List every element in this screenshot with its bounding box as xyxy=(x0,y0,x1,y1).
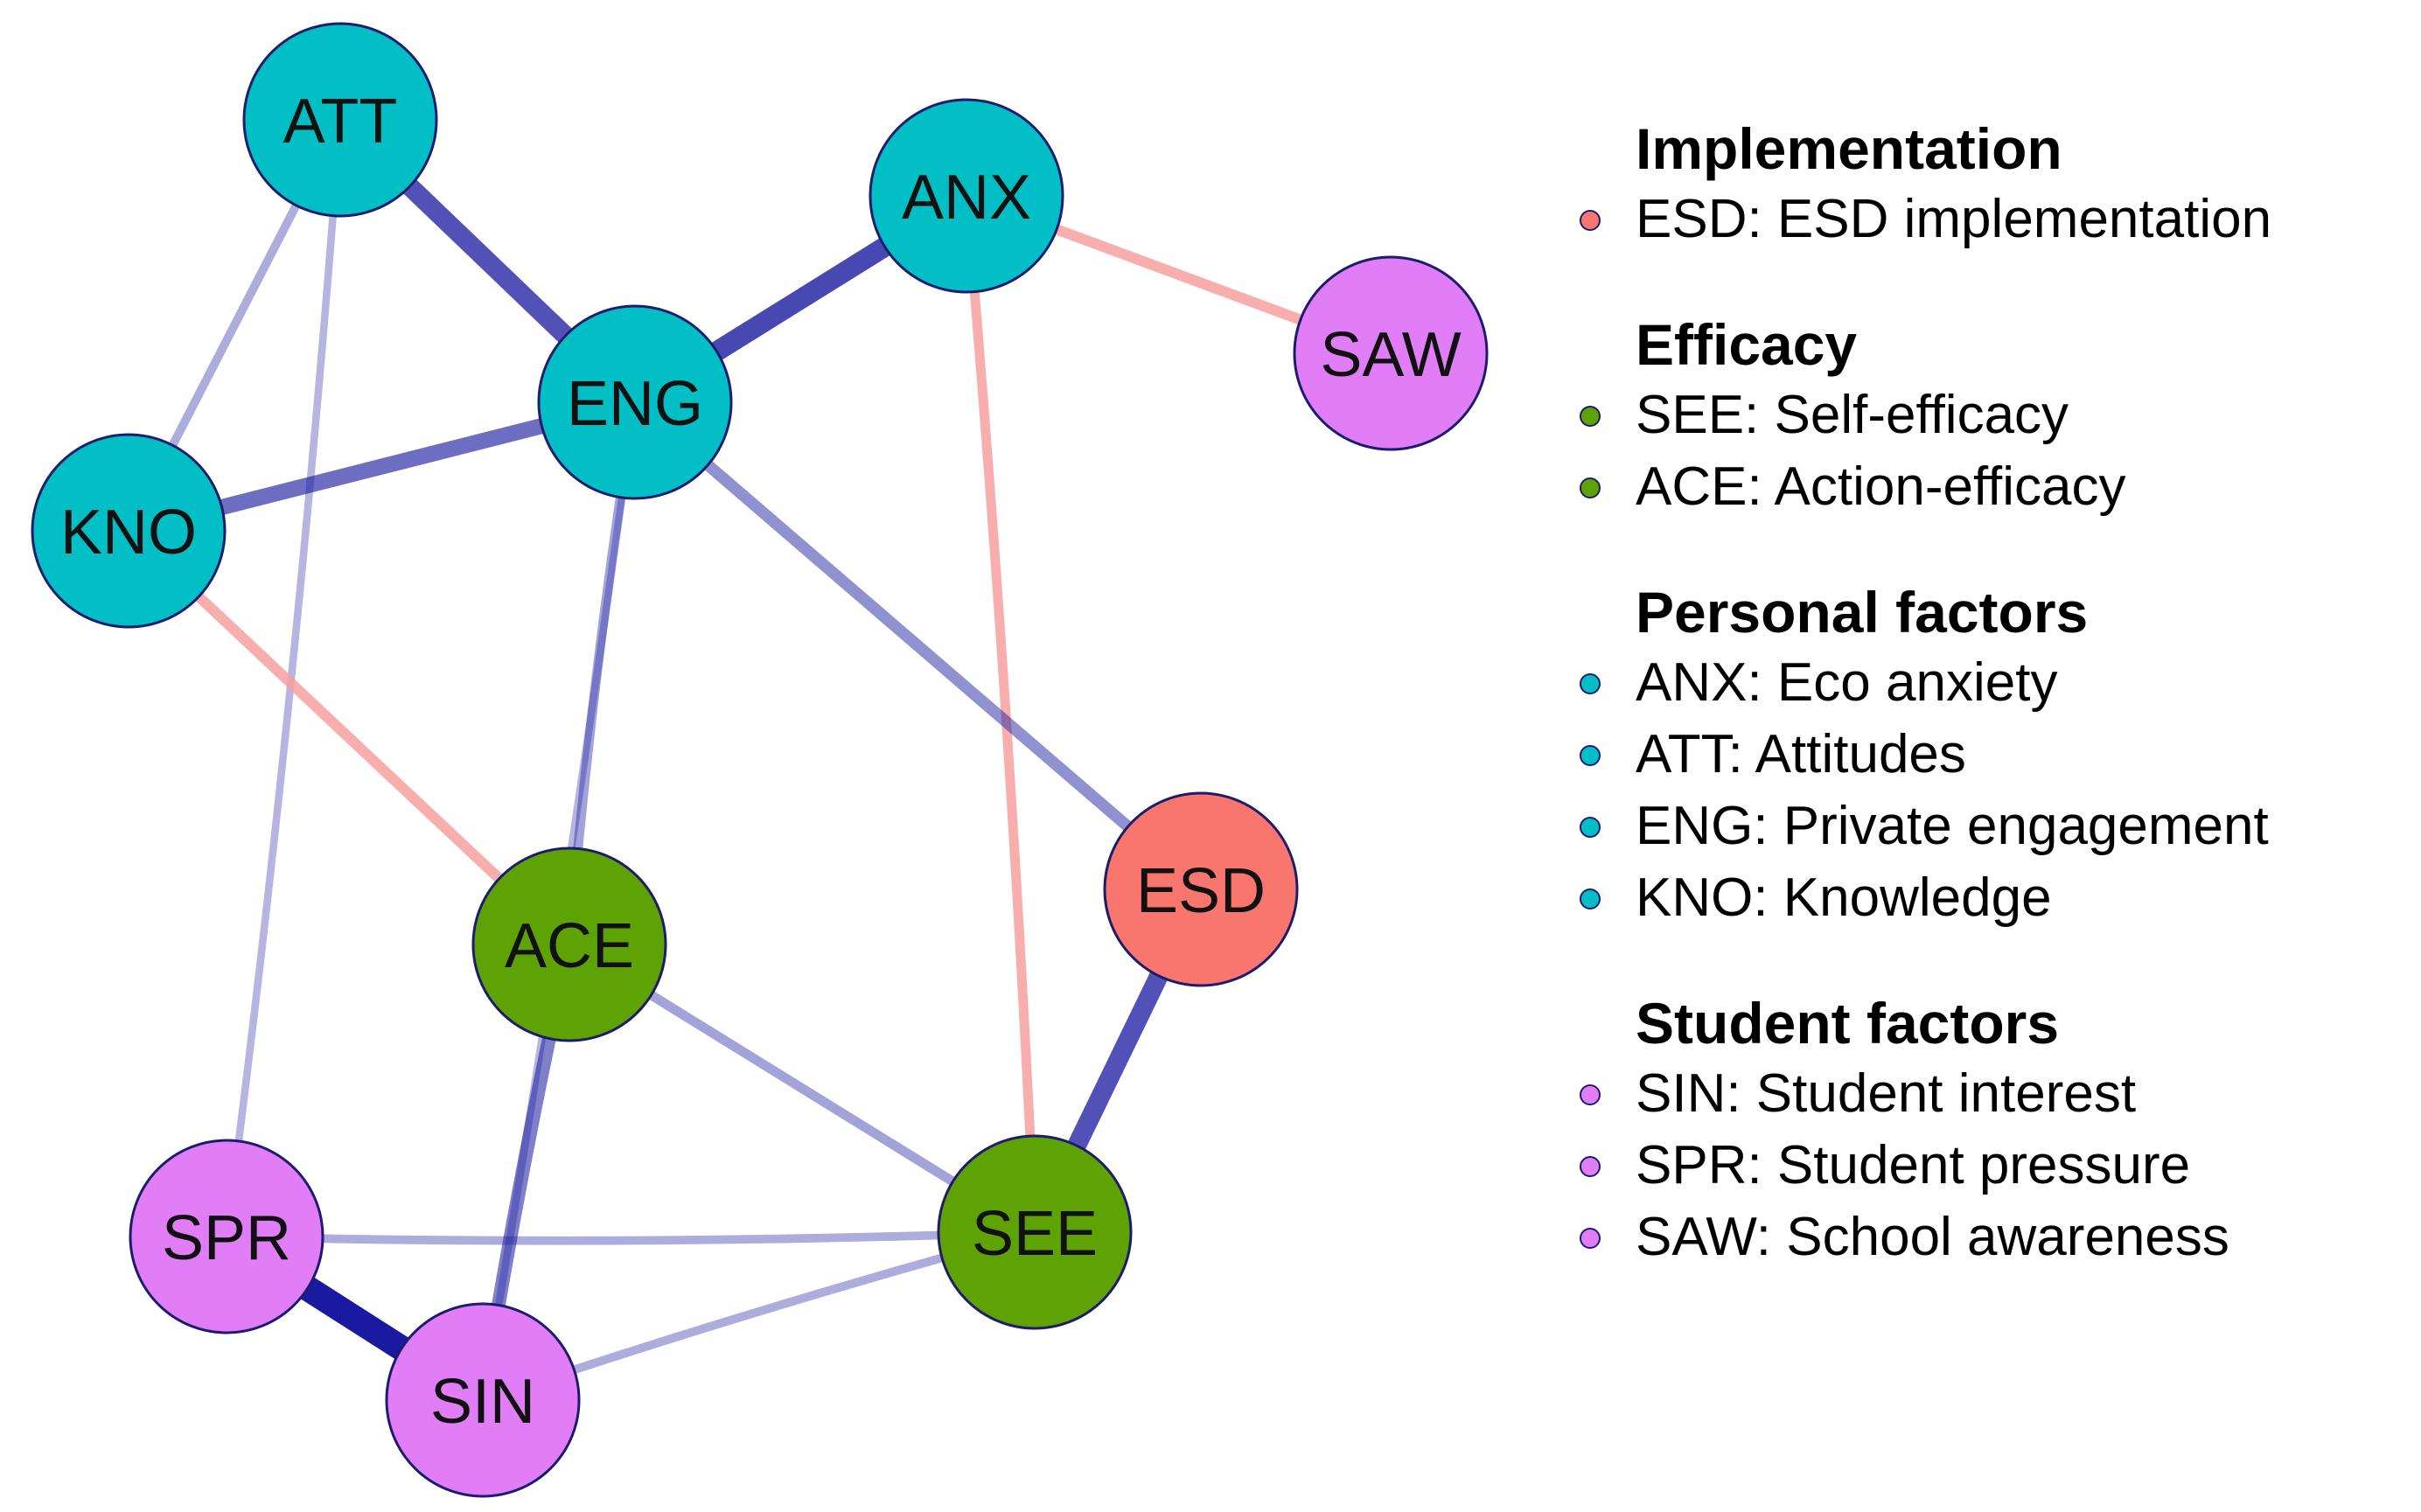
node-saw-circle xyxy=(1293,255,1489,451)
legend-dot-icon xyxy=(1580,745,1601,766)
legend-group-title: Implementation xyxy=(1636,116,2062,181)
node-see-circle xyxy=(937,1134,1133,1330)
node-esd-circle xyxy=(1103,791,1299,987)
node-anx: ANX xyxy=(869,98,1064,294)
node-ace: ACE xyxy=(471,847,667,1042)
legend-dot-icon xyxy=(1580,477,1601,498)
legend-item: ESD: ESD implementation xyxy=(1560,184,2271,255)
legend-dot-icon xyxy=(1580,817,1601,838)
legend-item-label: ENG: Private engagement xyxy=(1636,796,2269,856)
node-spr-label: SPR xyxy=(162,1203,291,1273)
legend-item: SPR: Student pressure xyxy=(1560,1130,2271,1202)
edge-anx-see xyxy=(961,191,1040,1237)
node-spr-circle xyxy=(129,1139,324,1334)
legend-dot-icon xyxy=(1580,210,1601,231)
legend-item: SIN: Student interest xyxy=(1560,1058,2271,1130)
node-esd: ESD xyxy=(1103,791,1299,987)
legend-item: ANX: Eco anxiety xyxy=(1560,647,2271,719)
node-eng: ENG xyxy=(537,304,733,500)
node-ace-circle xyxy=(471,847,667,1042)
legend-dot-icon xyxy=(1580,1084,1601,1105)
legend-dot-icon xyxy=(1580,888,1601,909)
legend-dot-icon xyxy=(1580,1156,1601,1177)
legend-item-label: SIN: Student interest xyxy=(1636,1063,2137,1124)
legend-item-label: ACE: Action-efficacy xyxy=(1636,456,2126,517)
node-see-label: SEE xyxy=(972,1199,1098,1269)
node-see: SEE xyxy=(937,1134,1133,1330)
legend-item-label: ANX: Eco anxiety xyxy=(1636,652,2058,713)
node-kno-circle xyxy=(31,433,227,629)
legend-item-label: ATT: Attitudes xyxy=(1636,724,1966,784)
node-spr: SPR xyxy=(129,1139,324,1334)
node-sin-circle xyxy=(385,1302,581,1498)
legend-item: ACE: Action-efficacy xyxy=(1560,451,2271,523)
node-kno: KNO xyxy=(31,433,227,629)
node-sin: SIN xyxy=(385,1302,581,1498)
node-sin-label: SIN xyxy=(430,1367,535,1437)
legend-item-label: SAW: School awareness xyxy=(1636,1207,2229,1267)
node-anx-circle xyxy=(869,98,1064,294)
node-kno-label: KNO xyxy=(60,498,197,568)
legend-item: SEE: Self-efficacy xyxy=(1560,380,2271,451)
network-graph: ATT ANX SAW ENG KNO ACE ESD SPR SEE SIN xyxy=(31,22,1489,1498)
node-saw: SAW xyxy=(1293,255,1489,451)
node-saw-label: SAW xyxy=(1320,320,1461,390)
node-att-label: ATT xyxy=(283,87,398,157)
node-ace-label: ACE xyxy=(505,911,634,981)
edge-eng-esd xyxy=(629,396,1207,895)
node-eng-label: ENG xyxy=(567,369,703,439)
legend-item: SAW: School awareness xyxy=(1560,1202,2271,1273)
node-att: ATT xyxy=(242,22,438,218)
legend-group-title: Student factors xyxy=(1636,991,2060,1056)
legend-item-label: SEE: Self-efficacy xyxy=(1636,385,2069,445)
legend-dot-icon xyxy=(1580,1228,1601,1249)
node-eng-circle xyxy=(537,304,733,500)
legend-item-label: ESD: ESD implementation xyxy=(1636,189,2272,249)
legend-group-title: Personal factors xyxy=(1636,580,2089,645)
legend-item-label: KNO: Knowledge xyxy=(1636,867,2052,928)
legend-dot-icon xyxy=(1580,406,1601,427)
legend-dot-icon xyxy=(1580,673,1601,694)
edge-spr-see xyxy=(222,1228,1039,1245)
node-anx-label: ANX xyxy=(902,163,1031,233)
legend-item-label: SPR: Student pressure xyxy=(1636,1135,2191,1195)
legend-group-title: Efficacy xyxy=(1636,312,1858,377)
node-esd-label: ESD xyxy=(1136,856,1266,926)
legend-item: KNO: Knowledge xyxy=(1560,862,2271,934)
node-att-circle xyxy=(242,22,438,218)
legend-item: ENG: Private engagement xyxy=(1560,791,2271,862)
node-layer: ATT ANX SAW ENG KNO ACE ESD SPR SEE SIN xyxy=(31,22,1489,1498)
legend-item: ATT: Attitudes xyxy=(1560,719,2271,791)
